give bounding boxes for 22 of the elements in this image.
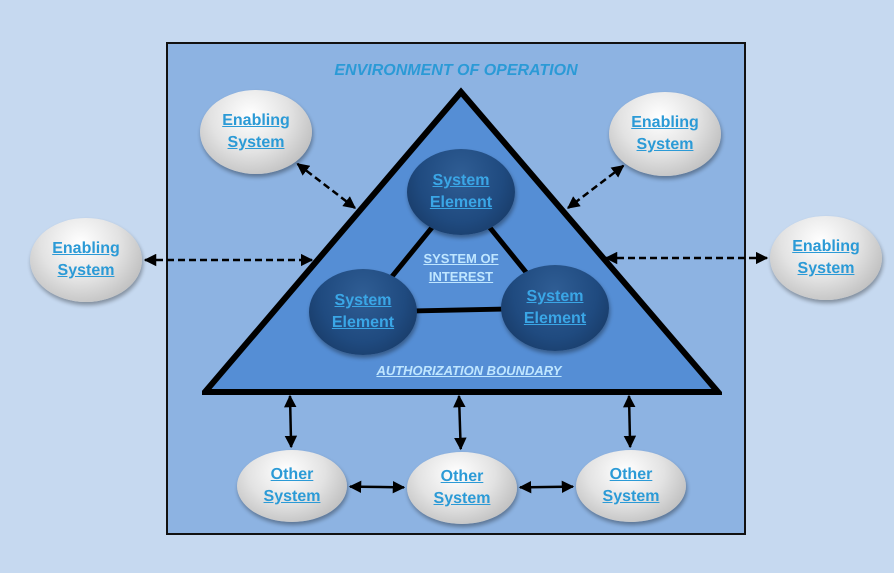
system-ellipse: Enabling System bbox=[770, 216, 882, 300]
boundary-label: AUTHORIZATION BOUNDARY bbox=[375, 363, 564, 378]
region-label: SYSTEM OF INTEREST bbox=[423, 250, 499, 286]
double-arrow bbox=[518, 480, 574, 494]
double-arrow bbox=[296, 162, 356, 209]
double-arrow bbox=[604, 252, 768, 264]
system-ellipse: Enabling System bbox=[200, 90, 312, 174]
double-arrow bbox=[144, 254, 314, 266]
double-arrow bbox=[623, 394, 636, 448]
system-ellipse: Enabling System bbox=[609, 92, 721, 176]
double-arrow bbox=[284, 394, 298, 448]
region-title: ENVIRONMENT OF OPERATION bbox=[333, 62, 579, 80]
double-arrow bbox=[567, 164, 624, 209]
double-arrow bbox=[348, 480, 406, 494]
connector-line bbox=[388, 224, 436, 280]
system-ellipse: Enabling System bbox=[30, 218, 142, 302]
environment-box bbox=[166, 42, 746, 535]
system-ellipse: Other System bbox=[237, 450, 347, 522]
connector-line bbox=[486, 224, 530, 276]
system-ellipse: Other System bbox=[576, 450, 686, 522]
system-ellipse: Other System bbox=[407, 452, 517, 524]
double-arrow bbox=[453, 394, 467, 450]
